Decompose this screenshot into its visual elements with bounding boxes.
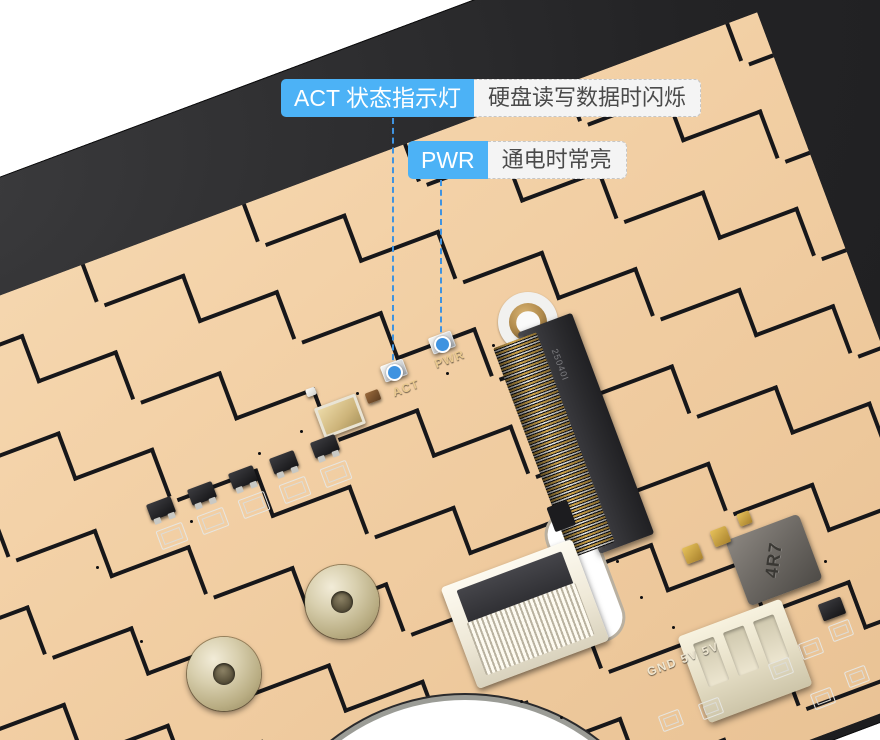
leader-dot-act: [386, 364, 403, 381]
callout-pwr-badge: PWR: [408, 141, 488, 179]
leader-line-act: [392, 118, 394, 370]
leader-line-pwr: [440, 180, 442, 342]
brass-standoff-lower: [187, 637, 261, 711]
callout-pwr-description: 通电时常亮: [487, 141, 627, 179]
callout-act[interactable]: ACT 状态指示灯 硬盘读写数据时闪烁: [281, 79, 701, 117]
inductor-code-label: 4R7: [761, 540, 786, 580]
callout-act-description: 硬盘读写数据时闪烁: [473, 79, 701, 117]
leader-dot-pwr: [434, 336, 451, 353]
brass-standoff-upper: [305, 565, 379, 639]
callout-pwr[interactable]: PWR 通电时常亮: [408, 141, 627, 179]
callout-act-badge: ACT 状态指示灯: [281, 79, 474, 117]
